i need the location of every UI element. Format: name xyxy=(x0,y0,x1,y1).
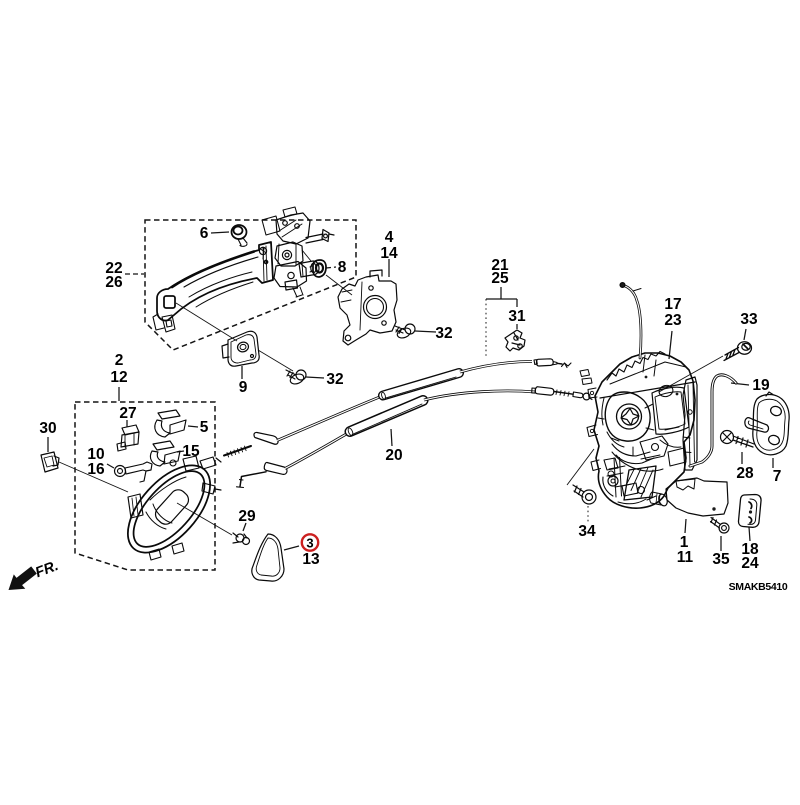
svg-text:25: 25 xyxy=(491,270,509,287)
svg-text:6: 6 xyxy=(200,225,209,242)
svg-text:28: 28 xyxy=(736,465,754,482)
svg-text:11: 11 xyxy=(677,549,694,566)
svg-text:34: 34 xyxy=(578,523,596,540)
svg-text:10: 10 xyxy=(87,446,104,463)
svg-text:18: 18 xyxy=(741,541,759,558)
svg-text:31: 31 xyxy=(508,308,526,325)
svg-text:5: 5 xyxy=(200,419,209,436)
svg-text:7: 7 xyxy=(773,468,782,485)
svg-text:24: 24 xyxy=(741,555,759,572)
svg-text:20: 20 xyxy=(385,447,402,464)
svg-text:1: 1 xyxy=(680,534,689,551)
svg-text:3: 3 xyxy=(306,536,313,551)
svg-text:13: 13 xyxy=(302,551,320,568)
svg-text:SMAKB5410: SMAKB5410 xyxy=(729,581,788,593)
svg-text:9: 9 xyxy=(239,379,248,396)
svg-text:32: 32 xyxy=(435,325,452,342)
svg-text:21: 21 xyxy=(491,257,509,274)
svg-text:35: 35 xyxy=(712,551,730,568)
svg-text:8: 8 xyxy=(338,259,347,276)
svg-text:27: 27 xyxy=(119,405,136,422)
svg-text:17: 17 xyxy=(664,296,681,313)
svg-text:32: 32 xyxy=(326,371,343,388)
svg-text:29: 29 xyxy=(238,508,256,525)
svg-text:14: 14 xyxy=(380,245,398,262)
svg-text:22: 22 xyxy=(105,260,122,277)
svg-text:12: 12 xyxy=(110,369,127,386)
svg-text:30: 30 xyxy=(39,420,56,437)
svg-text:33: 33 xyxy=(740,311,758,328)
svg-text:19: 19 xyxy=(752,377,770,394)
svg-text:2: 2 xyxy=(115,352,124,369)
svg-text:FR.: FR. xyxy=(33,558,61,581)
svg-text:16: 16 xyxy=(87,461,105,478)
svg-text:26: 26 xyxy=(105,274,123,291)
svg-text:4: 4 xyxy=(385,229,394,246)
svg-text:23: 23 xyxy=(664,312,682,329)
